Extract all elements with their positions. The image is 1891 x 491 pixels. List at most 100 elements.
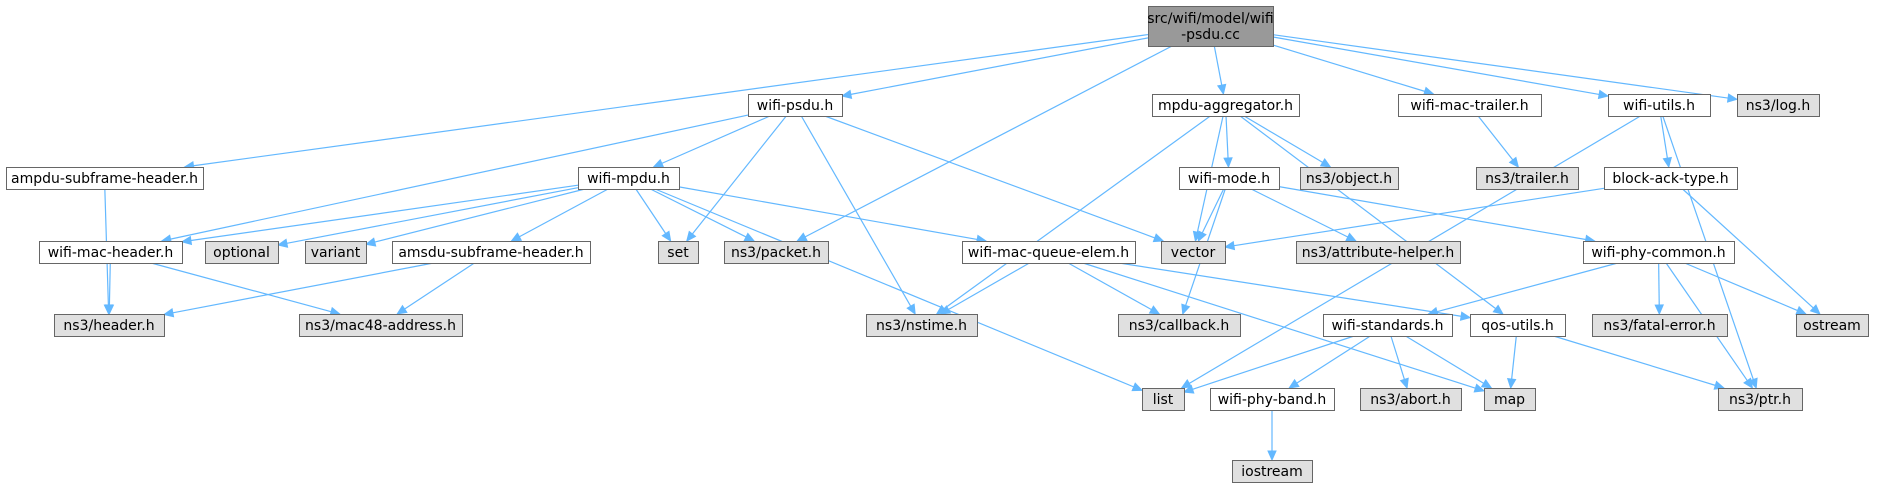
edge-arrowhead	[1473, 383, 1486, 393]
node-box	[1232, 460, 1313, 483]
edge-line	[286, 187, 579, 244]
edge-amsdu_subframe_header_h-to-ns3_header_h	[162, 262, 434, 318]
edge-line	[1201, 188, 1225, 234]
node-label: set	[667, 245, 689, 261]
node-label: ns3/log.h	[1746, 98, 1810, 114]
node-root[interactable]: src/wifi/model/wifi-psdu.cc	[1147, 6, 1274, 47]
edge-arrowhead	[364, 237, 377, 247]
edge-line	[1296, 335, 1371, 384]
node-wifi-phy-band-h[interactable]: wifi-phy-band.h	[1210, 388, 1335, 411]
node-wifi-mac-queue-elem-h[interactable]: wifi-mac-queue-elem.h	[962, 241, 1136, 264]
node-ns3-fatal-error-h: ns3/fatal-error.h	[1592, 314, 1728, 337]
node-label: map	[1494, 392, 1525, 408]
node-wifi-mpdu-h[interactable]: wifi-mpdu.h	[578, 167, 680, 190]
node-box	[866, 314, 978, 337]
edge-arrowhead	[1152, 233, 1165, 243]
node-amsdu-subframe-header-h[interactable]: amsdu-subframe-header.h	[392, 241, 591, 264]
node-box	[392, 241, 591, 264]
edge-line	[1477, 115, 1514, 161]
node-box	[1470, 314, 1566, 337]
edge-wifi_utils_h-to-block_ack_type_h	[1660, 115, 1673, 169]
edge-mpdu_aggregator_h-to-qos_utils_h	[1239, 115, 1504, 315]
edge-wifi_standards_h-to-list	[1182, 335, 1355, 394]
edge-arrowhead	[104, 304, 115, 316]
node-box	[578, 167, 680, 190]
edge-line	[1243, 115, 1323, 163]
node-ampdu-subframe-header-h[interactable]: ampdu-subframe-header.h	[6, 167, 204, 190]
edge-wifi_phy_band_h-to-iostream	[1267, 410, 1277, 462]
edge-wifi_mpdu_h-to-set	[635, 188, 672, 243]
edge-line	[1067, 262, 1152, 311]
node-label: src/wifi/model/wifi	[1147, 11, 1274, 27]
node-map: map	[1484, 388, 1536, 411]
edge-arrowhead	[1743, 377, 1754, 390]
edge-line	[172, 262, 434, 314]
node-ns3-object-h: ns3/object.h	[1300, 167, 1399, 190]
edge-arrowhead	[743, 232, 756, 242]
edge-wifi_phy_common_h-to-wifi_standards_h	[1427, 262, 1618, 317]
node-label: ns3/mac48-address.h	[305, 318, 456, 334]
edge-wifi_psdu_h-to-set	[685, 115, 787, 242]
node-wifi-utils-h[interactable]: wifi-utils.h	[1608, 94, 1711, 117]
edge-mpdu_aggregator_h-to-ns3_object_h	[1243, 115, 1332, 168]
edge-arrowhead	[840, 89, 853, 99]
edge-arrowhead	[510, 232, 523, 242]
node-box	[1118, 314, 1241, 337]
node-wifi-phy-common-h[interactable]: wifi-phy-common.h	[1583, 241, 1735, 264]
edge-wifi_mode_h-to-ns3_attribute_helper_h	[1250, 188, 1357, 242]
edge-arrowhead	[1508, 156, 1520, 168]
edge-line	[804, 45, 1173, 238]
node-variant: variant	[305, 241, 367, 264]
edge-wifi_mpdu_h-to-list	[654, 188, 1144, 392]
edge-line	[1436, 262, 1618, 313]
edge-wifi_psdu_h-to-wifi_mpdu_h	[652, 115, 771, 168]
node-wifi-mac-header-h[interactable]: wifi-mac-header.h	[39, 241, 183, 264]
node-label: -psdu.cc	[1181, 27, 1240, 43]
edge-wifi_mode_h-to-wifi_phy_common_h	[1278, 186, 1596, 245]
edge-arrowhead	[796, 232, 808, 242]
edge-line	[824, 115, 1155, 239]
edge-wifi_mac_queue_elem_h-to-qos_utils_h	[1119, 262, 1472, 321]
node-mpdu-aggregator-h[interactable]: mpdu-aggregator.h	[1152, 94, 1300, 117]
node-wifi-standards-h[interactable]: wifi-standards.h	[1323, 314, 1453, 337]
edge-arrowhead	[1216, 83, 1227, 96]
edge-line	[1250, 188, 1349, 238]
node-box	[305, 241, 367, 264]
edge-line	[193, 33, 1149, 167]
edge-line	[948, 262, 1030, 311]
node-wifi-mode-h[interactable]: wifi-mode.h	[1179, 167, 1280, 190]
node-ostream: ostream	[1796, 314, 1869, 337]
node-box	[1296, 241, 1461, 264]
edge-arrowhead	[1597, 89, 1610, 100]
node-box	[1152, 94, 1300, 117]
edge-qos_utils_h-to-map	[1506, 335, 1517, 390]
edge-line	[1682, 188, 1814, 309]
edge-arrowhead	[1180, 379, 1193, 389]
edge-line	[374, 188, 586, 243]
edge-arrowhead	[162, 308, 175, 318]
node-box	[1476, 167, 1579, 190]
node-label: wifi-standards.h	[1332, 318, 1444, 334]
node-label: qos-utils.h	[1481, 318, 1554, 334]
node-qos-utils-h[interactable]: qos-utils.h	[1470, 314, 1566, 337]
node-wifi-psdu-h[interactable]: wifi-psdu.h	[748, 94, 843, 117]
edge-line	[850, 37, 1149, 95]
edge-line	[691, 115, 787, 235]
node-wifi-mac-trailer-h[interactable]: wifi-mac-trailer.h	[1398, 94, 1542, 117]
edge-arrowhead	[1662, 156, 1673, 169]
node-ns3-callback-h: ns3/callback.h	[1118, 314, 1241, 337]
edge-line	[1684, 262, 1798, 312]
edge-arrowhead	[180, 235, 193, 246]
edge-wifi_phy_common_h-to-ostream	[1684, 262, 1807, 315]
node-label: iostream	[1241, 464, 1303, 480]
edge-wifi_mode_h-to-vector	[1197, 188, 1225, 243]
node-box	[658, 241, 699, 264]
edge-line	[1660, 115, 1668, 159]
node-block-ack-type-h[interactable]: block-ack-type.h	[1604, 167, 1738, 190]
node-box	[1608, 94, 1711, 117]
edges-layer	[103, 33, 1821, 462]
edge-line	[1511, 335, 1517, 380]
edge-arrowhead	[1654, 304, 1664, 316]
edge-arrowhead	[1459, 311, 1472, 321]
node-set: set	[658, 241, 699, 264]
